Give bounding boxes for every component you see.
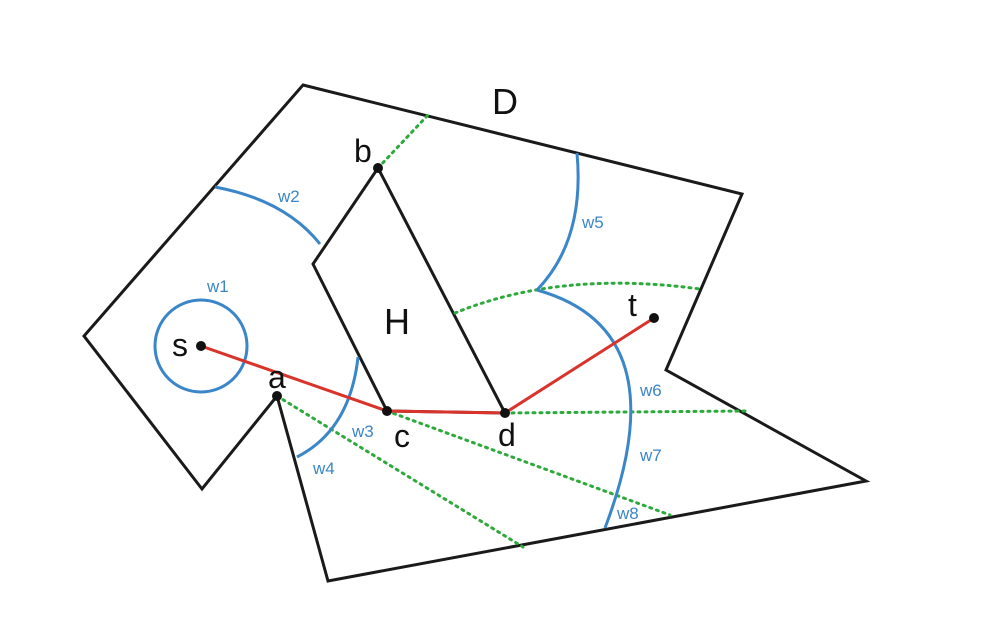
wavefront-w5: [535, 152, 580, 292]
vertex-t: [649, 313, 659, 323]
vertex-a: [272, 391, 282, 401]
wavefront-w2: [214, 185, 322, 245]
w1-label: w1: [206, 277, 229, 296]
shortest-path: [200, 316, 655, 415]
vertex-c: [382, 406, 392, 416]
vertex-s: [196, 341, 206, 351]
vertex-t-label: t: [628, 287, 637, 323]
w6-label: w6: [639, 381, 662, 400]
hole-label: H: [384, 301, 410, 342]
ray-b-to-top: [376, 113, 430, 170]
w4-label: w4: [312, 459, 335, 478]
vertex-d: [500, 408, 510, 418]
ray-c-to-right: [385, 409, 672, 517]
vertex-b: [373, 163, 383, 173]
wavefront-w3-w4: [296, 356, 360, 459]
wavefronts: [153, 152, 633, 529]
vertex-s-label: s: [172, 327, 188, 363]
wavefront-w6-w8: [536, 288, 633, 529]
wavefront-w1: [153, 298, 249, 394]
ray-d-to-right: [503, 409, 747, 415]
vertex-a-label: a: [268, 359, 286, 395]
w8-label: w8: [616, 504, 639, 523]
hole-outline: [311, 165, 508, 415]
domain-label: D: [492, 81, 518, 122]
vertex-d-label: d: [498, 417, 516, 453]
ray-a-to-bottom: [275, 394, 525, 549]
w3-label: w3: [351, 422, 374, 441]
vertices: [196, 163, 659, 418]
ray-hole-to-right: [453, 281, 702, 315]
boundary-rays: [275, 113, 747, 549]
w7-label: w7: [639, 446, 662, 465]
vertex-b-label: b: [354, 133, 372, 169]
w5-label: w5: [581, 213, 604, 232]
domain-outline: [82, 83, 871, 583]
w2-label: w2: [277, 187, 300, 206]
vertex-c-label: c: [394, 418, 410, 454]
